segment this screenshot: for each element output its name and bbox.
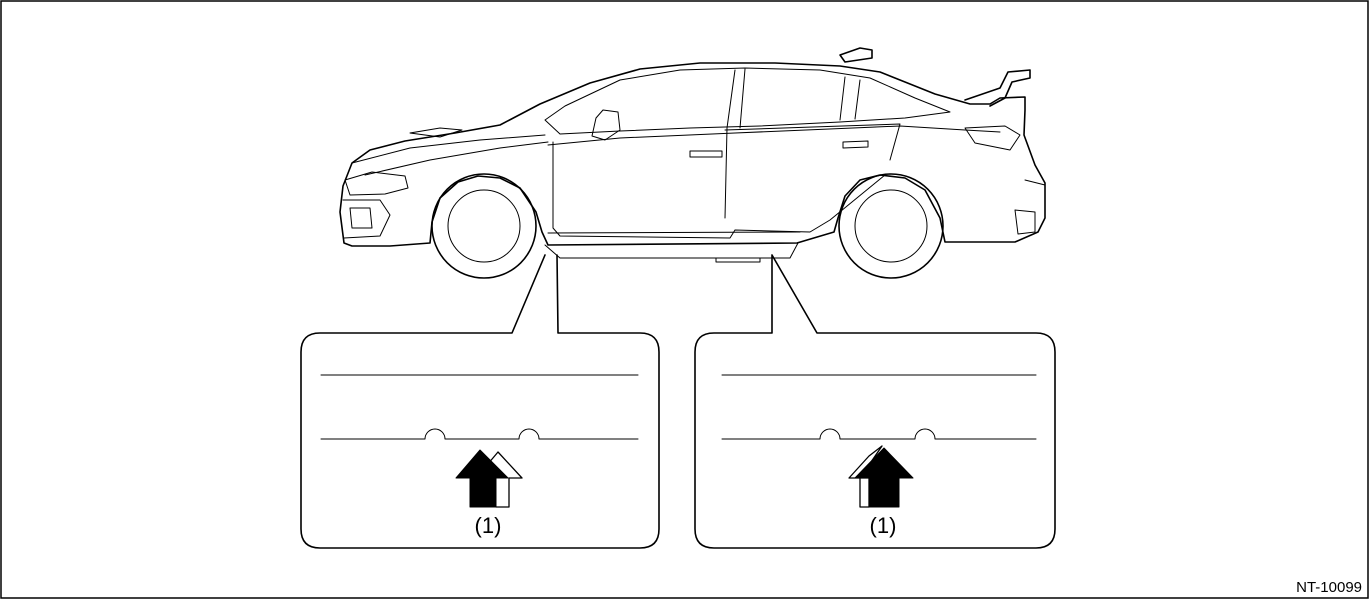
callout-label: (1) (475, 513, 502, 538)
up-arrow-icon (455, 449, 523, 508)
jack-point-notch-line (320, 428, 639, 440)
callout-left: (1) (300, 254, 660, 549)
jack-point-notch-line (721, 428, 1037, 440)
callout-right: (1) (694, 254, 1056, 549)
callout-label: (1) (870, 513, 897, 538)
up-arrow-icon (848, 445, 914, 508)
car-side-view (339, 47, 1046, 279)
figure-id: NT-10099 (1296, 579, 1362, 596)
